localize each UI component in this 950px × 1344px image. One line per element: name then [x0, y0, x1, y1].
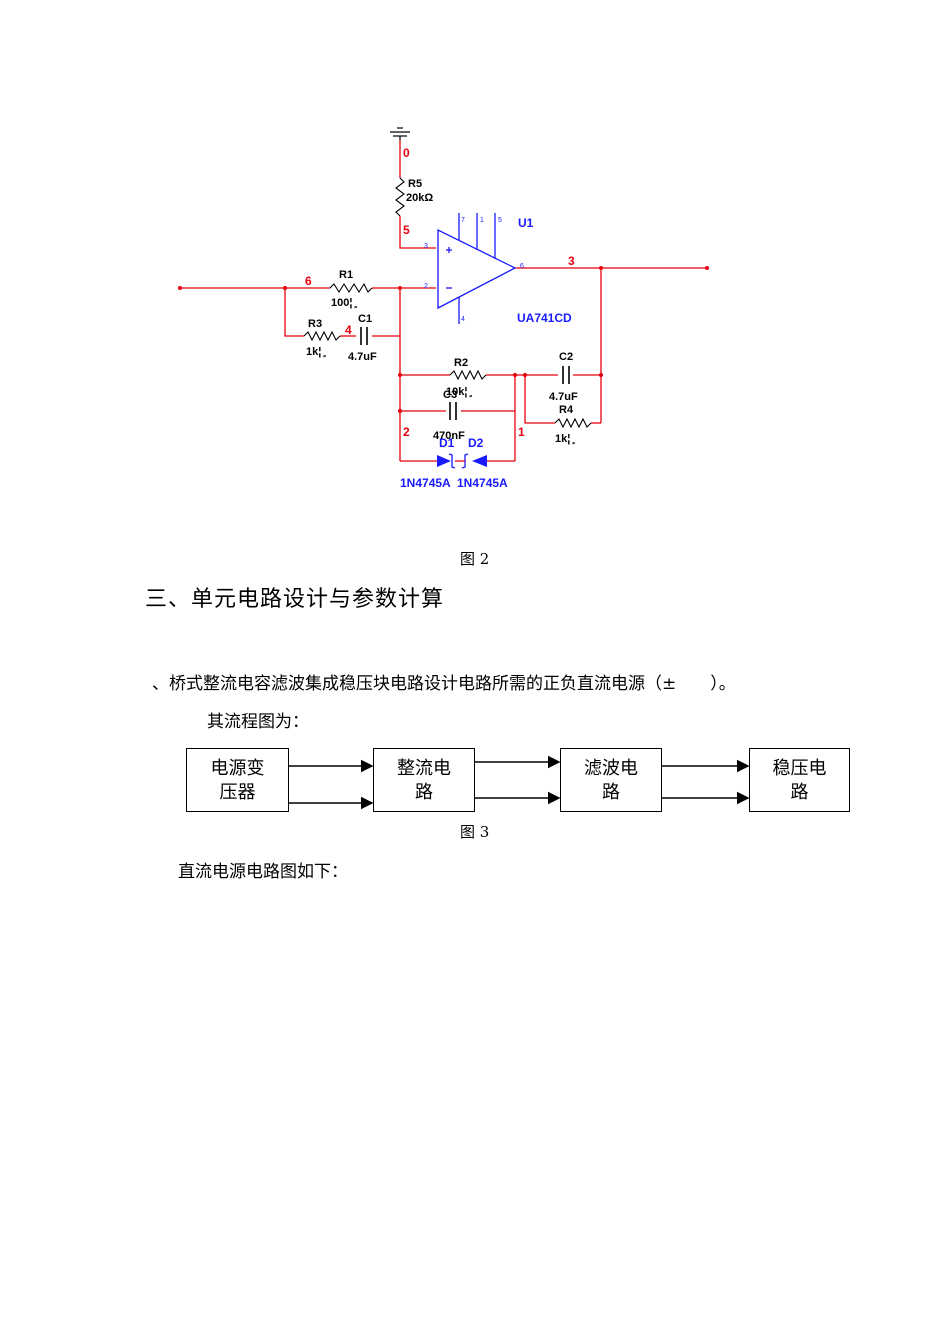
d2-symbol [461, 453, 487, 469]
u1-value: UA741CD [517, 311, 572, 325]
zener-diode-symbols [437, 453, 487, 469]
figure-2-caption: 图 2 [460, 550, 490, 568]
flow-box-line2: 路 [790, 782, 809, 803]
r2-name: R2 [454, 357, 468, 369]
ground-icon [390, 127, 410, 140]
node-2-label: 2 [403, 425, 410, 439]
r4-name: R4 [559, 404, 574, 416]
node-4-label: 4 [345, 323, 352, 337]
paragraph-dc-supply-intro: 直流电源电路图如下： [178, 862, 348, 882]
r1-value: 100¦ ̧ [331, 297, 357, 309]
r2-value: 10k¦ ̧ [446, 386, 472, 398]
pin-5-label: 5 [498, 217, 502, 224]
r5-name: R5 [408, 178, 422, 190]
d1-symbol [437, 453, 456, 469]
flow-box-regulator: 稳压电 路 [749, 748, 850, 812]
flow-box-filter: 滤波电 路 [560, 748, 662, 812]
c2-symbol [562, 366, 570, 384]
pin-6-label: 6 [520, 263, 524, 270]
circuit-schematic: 7 1 5 3 2 6 4 0 5 6 4 3 2 1 R5 20kΩ R1 1… [178, 127, 709, 490]
flow-box-line2: 压器 [219, 782, 256, 803]
u1-name: U1 [518, 216, 534, 230]
c1-symbol [360, 327, 368, 345]
resistor-symbols [303, 177, 592, 429]
opamp-pin-labels: 7 1 5 3 2 6 4 [424, 217, 524, 323]
flow-box-line1: 滤波电 [584, 758, 638, 779]
node-3-label: 3 [568, 254, 575, 268]
flow-box-rectifier: 整流电 路 [373, 748, 475, 812]
blue-component-labels: U1 UA741CD D1 D2 1N4745A 1N4745A [400, 216, 572, 490]
node-labels: 0 5 6 4 3 2 1 [305, 146, 575, 439]
flow-box-transformer: 电源变 压器 [186, 748, 289, 812]
flow-box-line1: 整流电 [397, 758, 451, 779]
node-6-label: 6 [305, 274, 312, 288]
d2-name: D2 [468, 436, 484, 450]
circuit-wires [180, 140, 707, 462]
r2-symbol [449, 369, 487, 381]
r4-symbol [554, 417, 592, 429]
r5-value: 20kΩ [406, 192, 433, 204]
r3-name: R3 [308, 318, 322, 330]
node-0-label: 0 [403, 146, 410, 160]
r4-value: 1k¦ ̧ [555, 433, 575, 445]
capacitor-symbols [360, 327, 570, 420]
pin-2-label: 2 [424, 283, 428, 290]
r3-value: 1k¦ ̧ [306, 346, 326, 358]
opamp-symbol [437, 213, 517, 324]
figure-3-caption: 图 3 [460, 823, 490, 841]
d2-value: 1N4745A [457, 476, 508, 490]
flow-box-line1: 稳压电 [772, 758, 827, 779]
r3-symbol [303, 330, 341, 342]
paragraph-flowchart-intro: 其流程图为： [207, 712, 309, 732]
junction-dots [178, 266, 709, 413]
node-5-label: 5 [403, 223, 410, 237]
flow-box-line1: 电源变 [210, 758, 265, 779]
c2-name: C2 [559, 351, 573, 363]
c2-value: 4.7uF [549, 391, 578, 403]
c1-value: 4.7uF [348, 351, 377, 363]
component-labels: R5 20kΩ R1 100¦ ̧ R3 1k¦ ̧ C1 4.7uF R2 1… [306, 178, 578, 445]
pin-4-label: 4 [461, 316, 465, 323]
d1-name: D1 [439, 436, 455, 450]
r5-symbol [395, 177, 405, 217]
r1-name: R1 [339, 269, 353, 281]
d1-value: 1N4745A [400, 476, 451, 490]
r1-symbol [329, 282, 373, 294]
section-heading: 三、单元电路设计与参数计算 [145, 587, 445, 612]
c3-value: 470nF [433, 430, 465, 442]
paragraph-power-supply: 、桥式整流电容滤波集成稳压块电路设计电路所需的正负直流电源（± ）。 [152, 674, 736, 694]
c3-name: C3 [443, 389, 457, 401]
node-1-label: 1 [518, 425, 525, 439]
pin-3-label: 3 [424, 243, 428, 250]
pin-1-label: 1 [480, 217, 484, 224]
flow-box-line2: 路 [415, 782, 433, 803]
pin-7-label: 7 [461, 217, 465, 224]
c3-symbol [449, 402, 457, 420]
flow-arrows [289, 755, 750, 810]
c1-name: C1 [358, 313, 372, 325]
flow-box-line2: 路 [602, 782, 620, 803]
